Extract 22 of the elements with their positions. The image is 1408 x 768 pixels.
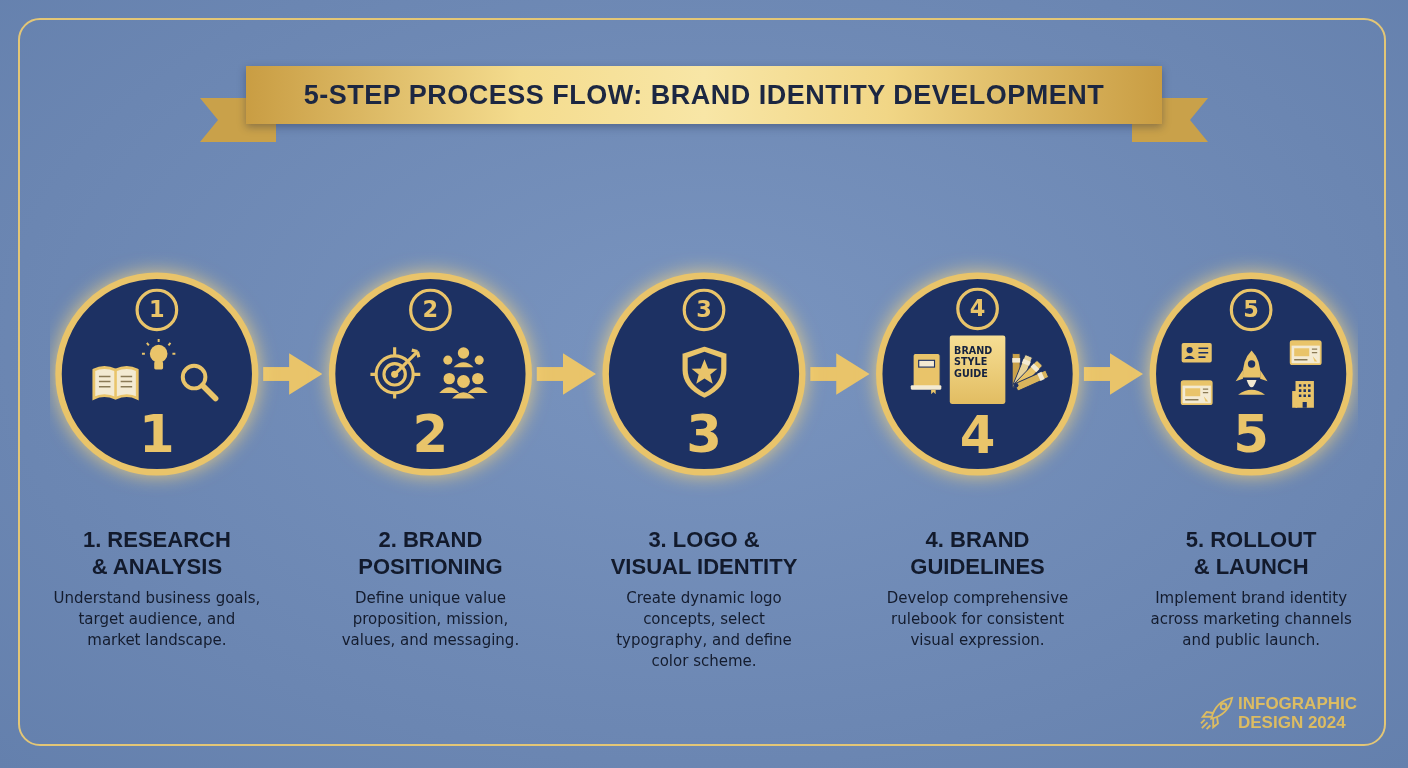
signature-text: INFOGRAPHIC DESIGN 2024: [1238, 694, 1358, 732]
step-heading: 5. ROLLOUT & LAUNCH: [1184, 526, 1318, 580]
step-heading: 2. BRAND POSITIONING: [357, 526, 504, 580]
document-cover-text: BRAND STYLE GUIDE: [949, 335, 1006, 404]
step-heading: 3. LOGO & VISUAL IDENTITY: [609, 526, 799, 580]
step-description: Implement brand identity across marketing channels and public launch.: [1149, 588, 1353, 651]
step-heading: 1. RESEARCH & ANALYSIS: [81, 526, 232, 580]
step-heading: 4. BRAND GUIDELINES: [909, 526, 1046, 580]
step-number: 4: [959, 409, 996, 461]
arrow: [810, 353, 870, 395]
step-number: 5: [1233, 408, 1269, 460]
title-banner: 5-STEP PROCESS FLOW: BRAND IDENTITY DEVELOPMENT: [246, 66, 1162, 124]
step-number: 1: [139, 408, 175, 460]
step-description: Develop comprehensive rulebook for consistent visual expression.: [885, 588, 1070, 651]
arrow: [263, 353, 323, 395]
arrow: [1083, 353, 1144, 395]
arrow: [536, 353, 596, 395]
step-description: Create dynamic logo concepts, select typography, and define color scheme.: [615, 588, 793, 672]
step-description: Understand business goals, target audience, and market landscape.: [52, 588, 262, 651]
step-number: 2: [412, 408, 449, 460]
step-description: Define unique value proposition, mission, values, and messaging.: [340, 588, 521, 651]
step-number: 3: [686, 408, 722, 460]
